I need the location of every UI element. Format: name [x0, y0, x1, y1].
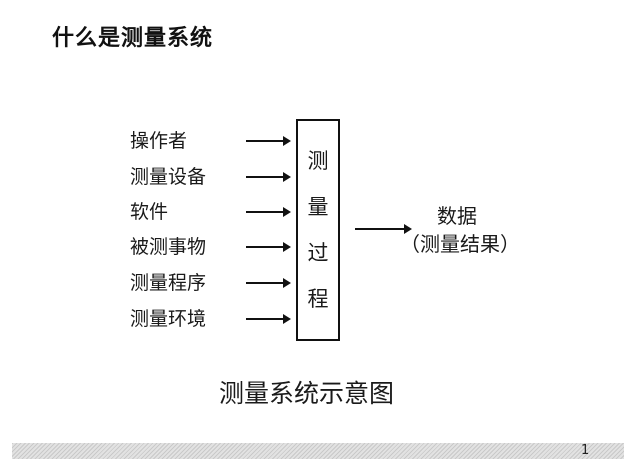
diagram-caption: 测量系统示意图	[219, 379, 395, 408]
arrow-right-icon	[246, 172, 291, 182]
input-item: 测量设备	[130, 162, 291, 192]
arrow-right-icon	[246, 242, 291, 252]
input-label: 测量环境	[130, 308, 207, 330]
output-label: 数据	[437, 204, 477, 228]
process-box: 测 量 过 程	[296, 119, 340, 341]
arrow-right-icon	[246, 136, 291, 146]
output-sublabel: （测量结果）	[400, 232, 520, 256]
footer-bar	[12, 443, 624, 459]
input-label: 软件	[130, 201, 169, 223]
arrow-right-icon	[246, 207, 291, 217]
process-char: 测	[307, 149, 329, 173]
page-number: 1	[581, 443, 590, 458]
process-char: 程	[307, 287, 329, 311]
input-item: 操作者	[130, 126, 291, 156]
input-label: 测量程序	[130, 272, 207, 294]
slide-title: 什么是测量系统	[52, 26, 214, 51]
input-item: 测量程序	[130, 268, 291, 298]
arrow-right-icon	[246, 278, 291, 288]
input-label: 测量设备	[130, 166, 207, 188]
input-item: 被测事物	[130, 232, 291, 262]
input-item: 软件	[130, 197, 291, 227]
process-char: 量	[307, 195, 329, 219]
arrow-right-icon	[246, 314, 291, 324]
input-label: 被测事物	[130, 236, 207, 258]
output-arrow-icon	[355, 224, 412, 234]
input-label: 操作者	[130, 130, 188, 152]
process-char: 过	[307, 241, 329, 265]
input-item: 测量环境	[130, 304, 291, 334]
